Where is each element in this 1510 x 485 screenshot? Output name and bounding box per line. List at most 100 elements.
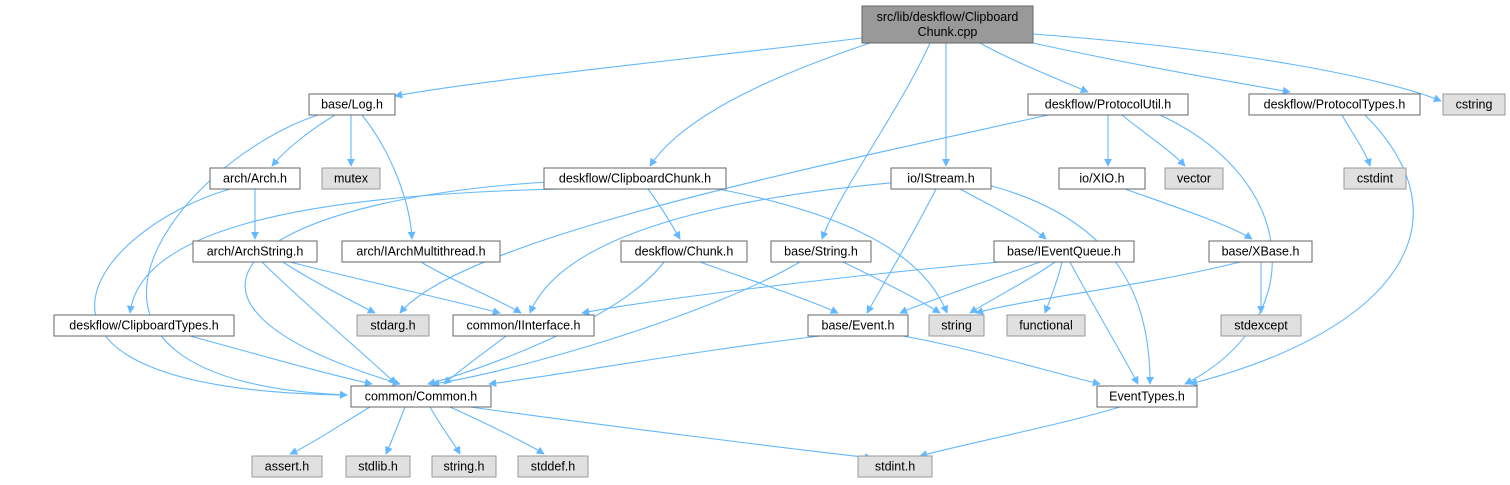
node-label: stdarg.h — [370, 319, 415, 333]
node-stddef: stddef.h — [517, 455, 589, 478]
node-box — [1096, 385, 1198, 408]
node-box — [928, 314, 985, 337]
node-box — [1248, 93, 1421, 116]
node-vector: vector — [1164, 167, 1224, 190]
node-common[interactable]: common/Common.h — [350, 385, 492, 408]
node-box — [993, 240, 1135, 263]
node-box — [192, 240, 318, 263]
node-box — [1058, 167, 1146, 190]
node-box — [452, 314, 595, 337]
node-assert: assert.h — [251, 455, 323, 478]
edge-root-to-cstring — [1032, 33, 1442, 102]
edge-clipchunk-to-cliptypes — [126, 188, 561, 314]
node-label: assert.h — [265, 460, 310, 474]
node-arch[interactable]: arch/Arch.h — [209, 167, 301, 190]
node-label: arch/Arch.h — [223, 172, 287, 186]
edge-eventtypes-to-stdint — [919, 406, 1121, 458]
node-string_h[interactable]: base/String.h — [770, 240, 872, 263]
node-iinterface[interactable]: common/IInterface.h — [452, 314, 595, 337]
edge-common-to-stddef — [449, 406, 545, 455]
node-label: arch/ArchString.h — [207, 245, 304, 259]
node-label: io/XIO.h — [1079, 172, 1124, 186]
edge-xio-to-xbase — [1124, 188, 1253, 240]
edge-ieventq-to-eventtypes — [1069, 261, 1139, 385]
edge-string_h-to-common — [431, 261, 801, 388]
node-label: base/Event.h — [822, 319, 895, 333]
edge-root-to-log — [394, 37, 863, 99]
node-box — [890, 167, 992, 190]
edge-common-to-string_dot_h — [429, 406, 461, 455]
edge-prototypes-to-cstdint — [1341, 114, 1372, 167]
node-box — [1208, 240, 1313, 263]
edge-istream-to-eventtypes — [987, 184, 1154, 385]
node-box — [53, 314, 235, 337]
node-label: deskflow/ClipboardTypes.h — [69, 319, 218, 333]
edge-protoutil-to-stdarg — [399, 114, 1049, 314]
node-label: functional — [1019, 319, 1073, 333]
node-cliptypes[interactable]: deskflow/ClipboardTypes.h — [53, 314, 235, 337]
edge-ieventq-to-functional — [1043, 261, 1063, 314]
edge-xbase-to-string — [975, 261, 1241, 315]
node-label: src/lib/deskflow/Clipboard — [877, 10, 1019, 24]
node-label: Chunk.cpp — [918, 25, 978, 39]
node-ieventq[interactable]: base/IEventQueue.h — [993, 240, 1135, 263]
node-label: deskflow/ProtocolTypes.h — [1264, 98, 1406, 112]
node-label: cstring — [1456, 98, 1493, 112]
node-label: base/IEventQueue.h — [1007, 245, 1121, 259]
edge-istream-to-iinterface — [529, 181, 901, 314]
edge-event-to-eventtypes — [902, 335, 1101, 387]
node-prototypes[interactable]: deskflow/ProtocolTypes.h — [1248, 93, 1421, 116]
node-event[interactable]: base/Event.h — [807, 314, 909, 337]
node-clipchunk[interactable]: deskflow/ClipboardChunk.h — [543, 167, 727, 190]
edge-archstring-to-common — [261, 261, 397, 385]
edge-protoutil-to-vector — [1121, 114, 1186, 167]
edge-prototypes-to-eventtypes — [1189, 114, 1414, 387]
edge-log-to-iarchmt — [361, 114, 416, 240]
node-box — [517, 455, 589, 478]
node-box — [857, 455, 933, 478]
edge-cliptypes-to-common — [189, 335, 373, 387]
node-functional: functional — [1006, 314, 1086, 337]
node-box — [345, 455, 411, 478]
node-xio[interactable]: io/XIO.h — [1058, 167, 1146, 190]
node-istream[interactable]: io/IStream.h — [890, 167, 992, 190]
edge-event-to-common — [488, 335, 821, 388]
node-label: stdint.h — [875, 460, 915, 474]
edge-istream-to-event — [866, 188, 937, 314]
edge-ieventq-to-iinterface — [581, 261, 1001, 316]
node-iarchmt[interactable]: arch/IArchMultithread.h — [341, 240, 501, 263]
edge-string_h-to-string — [842, 261, 941, 314]
node-label: base/XBase.h — [1222, 245, 1300, 259]
edge-iinterface-to-common — [443, 335, 507, 385]
node-protoutil[interactable]: deskflow/ProtocolUtil.h — [1027, 93, 1189, 116]
edge-root-to-prototypes — [1032, 42, 1291, 95]
node-label: deskflow/ProtocolUtil.h — [1045, 98, 1171, 112]
node-box — [620, 240, 748, 263]
edge-chunk-to-event — [699, 261, 839, 314]
node-xbase[interactable]: base/XBase.h — [1208, 240, 1313, 263]
node-root[interactable]: src/lib/deskflow/ClipboardChunk.cpp — [861, 5, 1034, 44]
node-box — [1343, 167, 1407, 190]
node-label: io/IStream.h — [907, 172, 974, 186]
edge-istream-to-ieventq — [959, 188, 1047, 240]
edge-ieventq-to-event — [899, 261, 1041, 314]
node-label: common/Common.h — [365, 390, 478, 404]
node-label: stdlib.h — [358, 460, 398, 474]
node-chunk[interactable]: deskflow/Chunk.h — [620, 240, 748, 263]
node-box — [1164, 167, 1224, 190]
node-label: deskflow/Chunk.h — [635, 245, 734, 259]
edge-root-to-clipchunk — [649, 42, 871, 167]
node-log[interactable]: base/Log.h — [308, 93, 396, 116]
node-label: vector — [1177, 172, 1211, 186]
node-box — [861, 5, 1034, 44]
edge-clipchunk-to-chunk — [647, 188, 681, 240]
node-box — [209, 167, 301, 190]
edge-log-to-common — [145, 114, 348, 399]
node-stdint: stdint.h — [857, 455, 933, 478]
node-archstring[interactable]: arch/ArchString.h — [192, 240, 318, 263]
node-cstdint: cstdint — [1343, 167, 1407, 190]
node-box — [350, 385, 492, 408]
node-label: base/Log.h — [321, 98, 383, 112]
node-eventtypes[interactable]: EventTypes.h — [1096, 385, 1198, 408]
node-box — [321, 167, 381, 190]
